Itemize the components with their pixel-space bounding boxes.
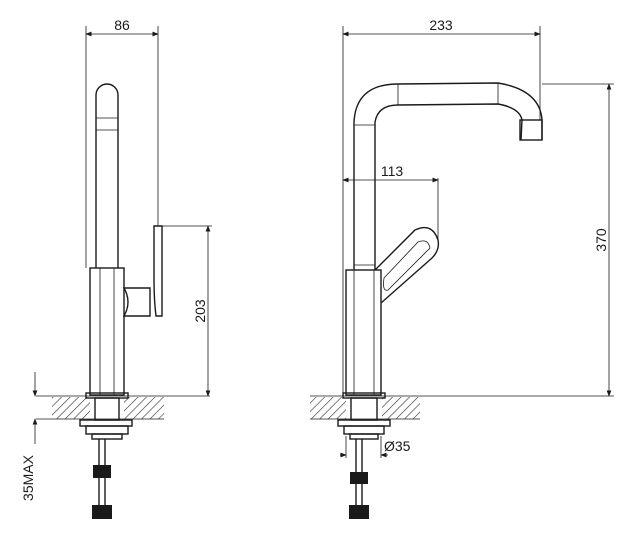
- dimension-233: 233: [342, 17, 541, 396]
- handle-reach-label: 113: [381, 163, 404, 179]
- dimension-diameter-35: Ø35: [340, 436, 411, 458]
- front-height-label: 370: [593, 228, 609, 252]
- side-view: 86 203 35MAX: [20, 17, 212, 519]
- dimension-203: 203: [162, 225, 212, 397]
- dimension-86: 86: [85, 17, 159, 268]
- faucet-body-front: [337, 82, 543, 519]
- dimension-370: 370: [542, 83, 614, 397]
- countertop-hatch: [36, 395, 210, 420]
- dimension-113: 113: [342, 163, 439, 240]
- faucet-body-side: [79, 83, 163, 519]
- side-height-label: 203: [192, 299, 208, 323]
- front-width-label: 233: [429, 17, 453, 33]
- diameter-label: Ø35: [384, 438, 411, 454]
- countertop-hatch-front: [310, 395, 614, 420]
- dimension-35max: 35MAX: [20, 372, 38, 501]
- side-width-label: 86: [114, 17, 130, 33]
- front-view: 233 113 370 Ø35: [310, 17, 614, 519]
- side-thickness-label: 35MAX: [20, 454, 36, 501]
